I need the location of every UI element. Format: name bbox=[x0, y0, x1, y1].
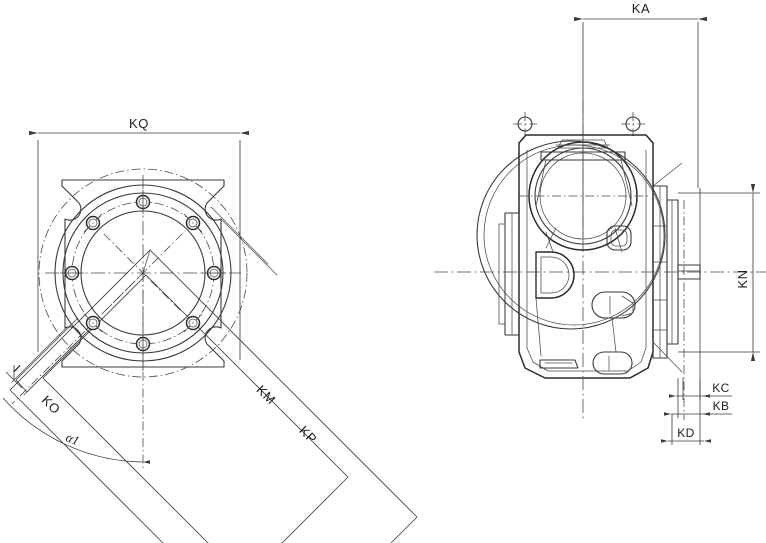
ka-label: KA bbox=[632, 1, 651, 16]
chamfer-leader-line bbox=[652, 341, 683, 373]
outer-construction-circle bbox=[38, 168, 248, 378]
oval-boss-upper bbox=[606, 225, 632, 251]
oval-boss-lower bbox=[592, 351, 633, 375]
bottom-pad-left bbox=[539, 359, 579, 369]
kd-label: KD bbox=[677, 426, 694, 440]
bolt-hole bbox=[183, 313, 203, 333]
kc-dimension: KC bbox=[669, 378, 732, 400]
kb-label: KB bbox=[713, 399, 730, 413]
kn-dimension: KN bbox=[678, 184, 760, 361]
kc-label: KC bbox=[712, 381, 729, 395]
kq-label: KQ bbox=[129, 116, 149, 131]
kd-dimension: KD bbox=[661, 414, 711, 445]
d-shaped-keyway-boss bbox=[535, 251, 575, 299]
oval-boss-mid bbox=[591, 291, 636, 319]
bolt-hole bbox=[83, 213, 103, 233]
alpha1-label: α1 bbox=[64, 429, 82, 448]
chamfer-leader-line-upper bbox=[652, 162, 683, 187]
top-boss-detail bbox=[540, 139, 626, 161]
left-mounting-face bbox=[498, 212, 520, 336]
corner-projection-lines bbox=[11, 206, 278, 396]
bolt-hole bbox=[83, 313, 103, 333]
kb-dimension: KB bbox=[664, 378, 732, 418]
motor-flange-outer-circle bbox=[476, 140, 666, 330]
kn-label: KN bbox=[735, 269, 750, 288]
housing-body-outline bbox=[518, 134, 654, 379]
right-view-side-section: KA bbox=[434, 1, 766, 445]
flange-bolt-hole bbox=[513, 112, 537, 136]
internal-rib-lines bbox=[535, 159, 633, 357]
bolt-hole bbox=[183, 213, 203, 233]
reference-line-stack bbox=[683, 188, 701, 420]
left-view-flange-face: KQ bbox=[2, 116, 418, 543]
km-dimension-square bbox=[42, 274, 349, 543]
flange-bolt-hole bbox=[621, 112, 645, 136]
kq-dimension: KQ bbox=[29, 116, 249, 360]
alpha1-angle-arc bbox=[2, 272, 151, 468]
